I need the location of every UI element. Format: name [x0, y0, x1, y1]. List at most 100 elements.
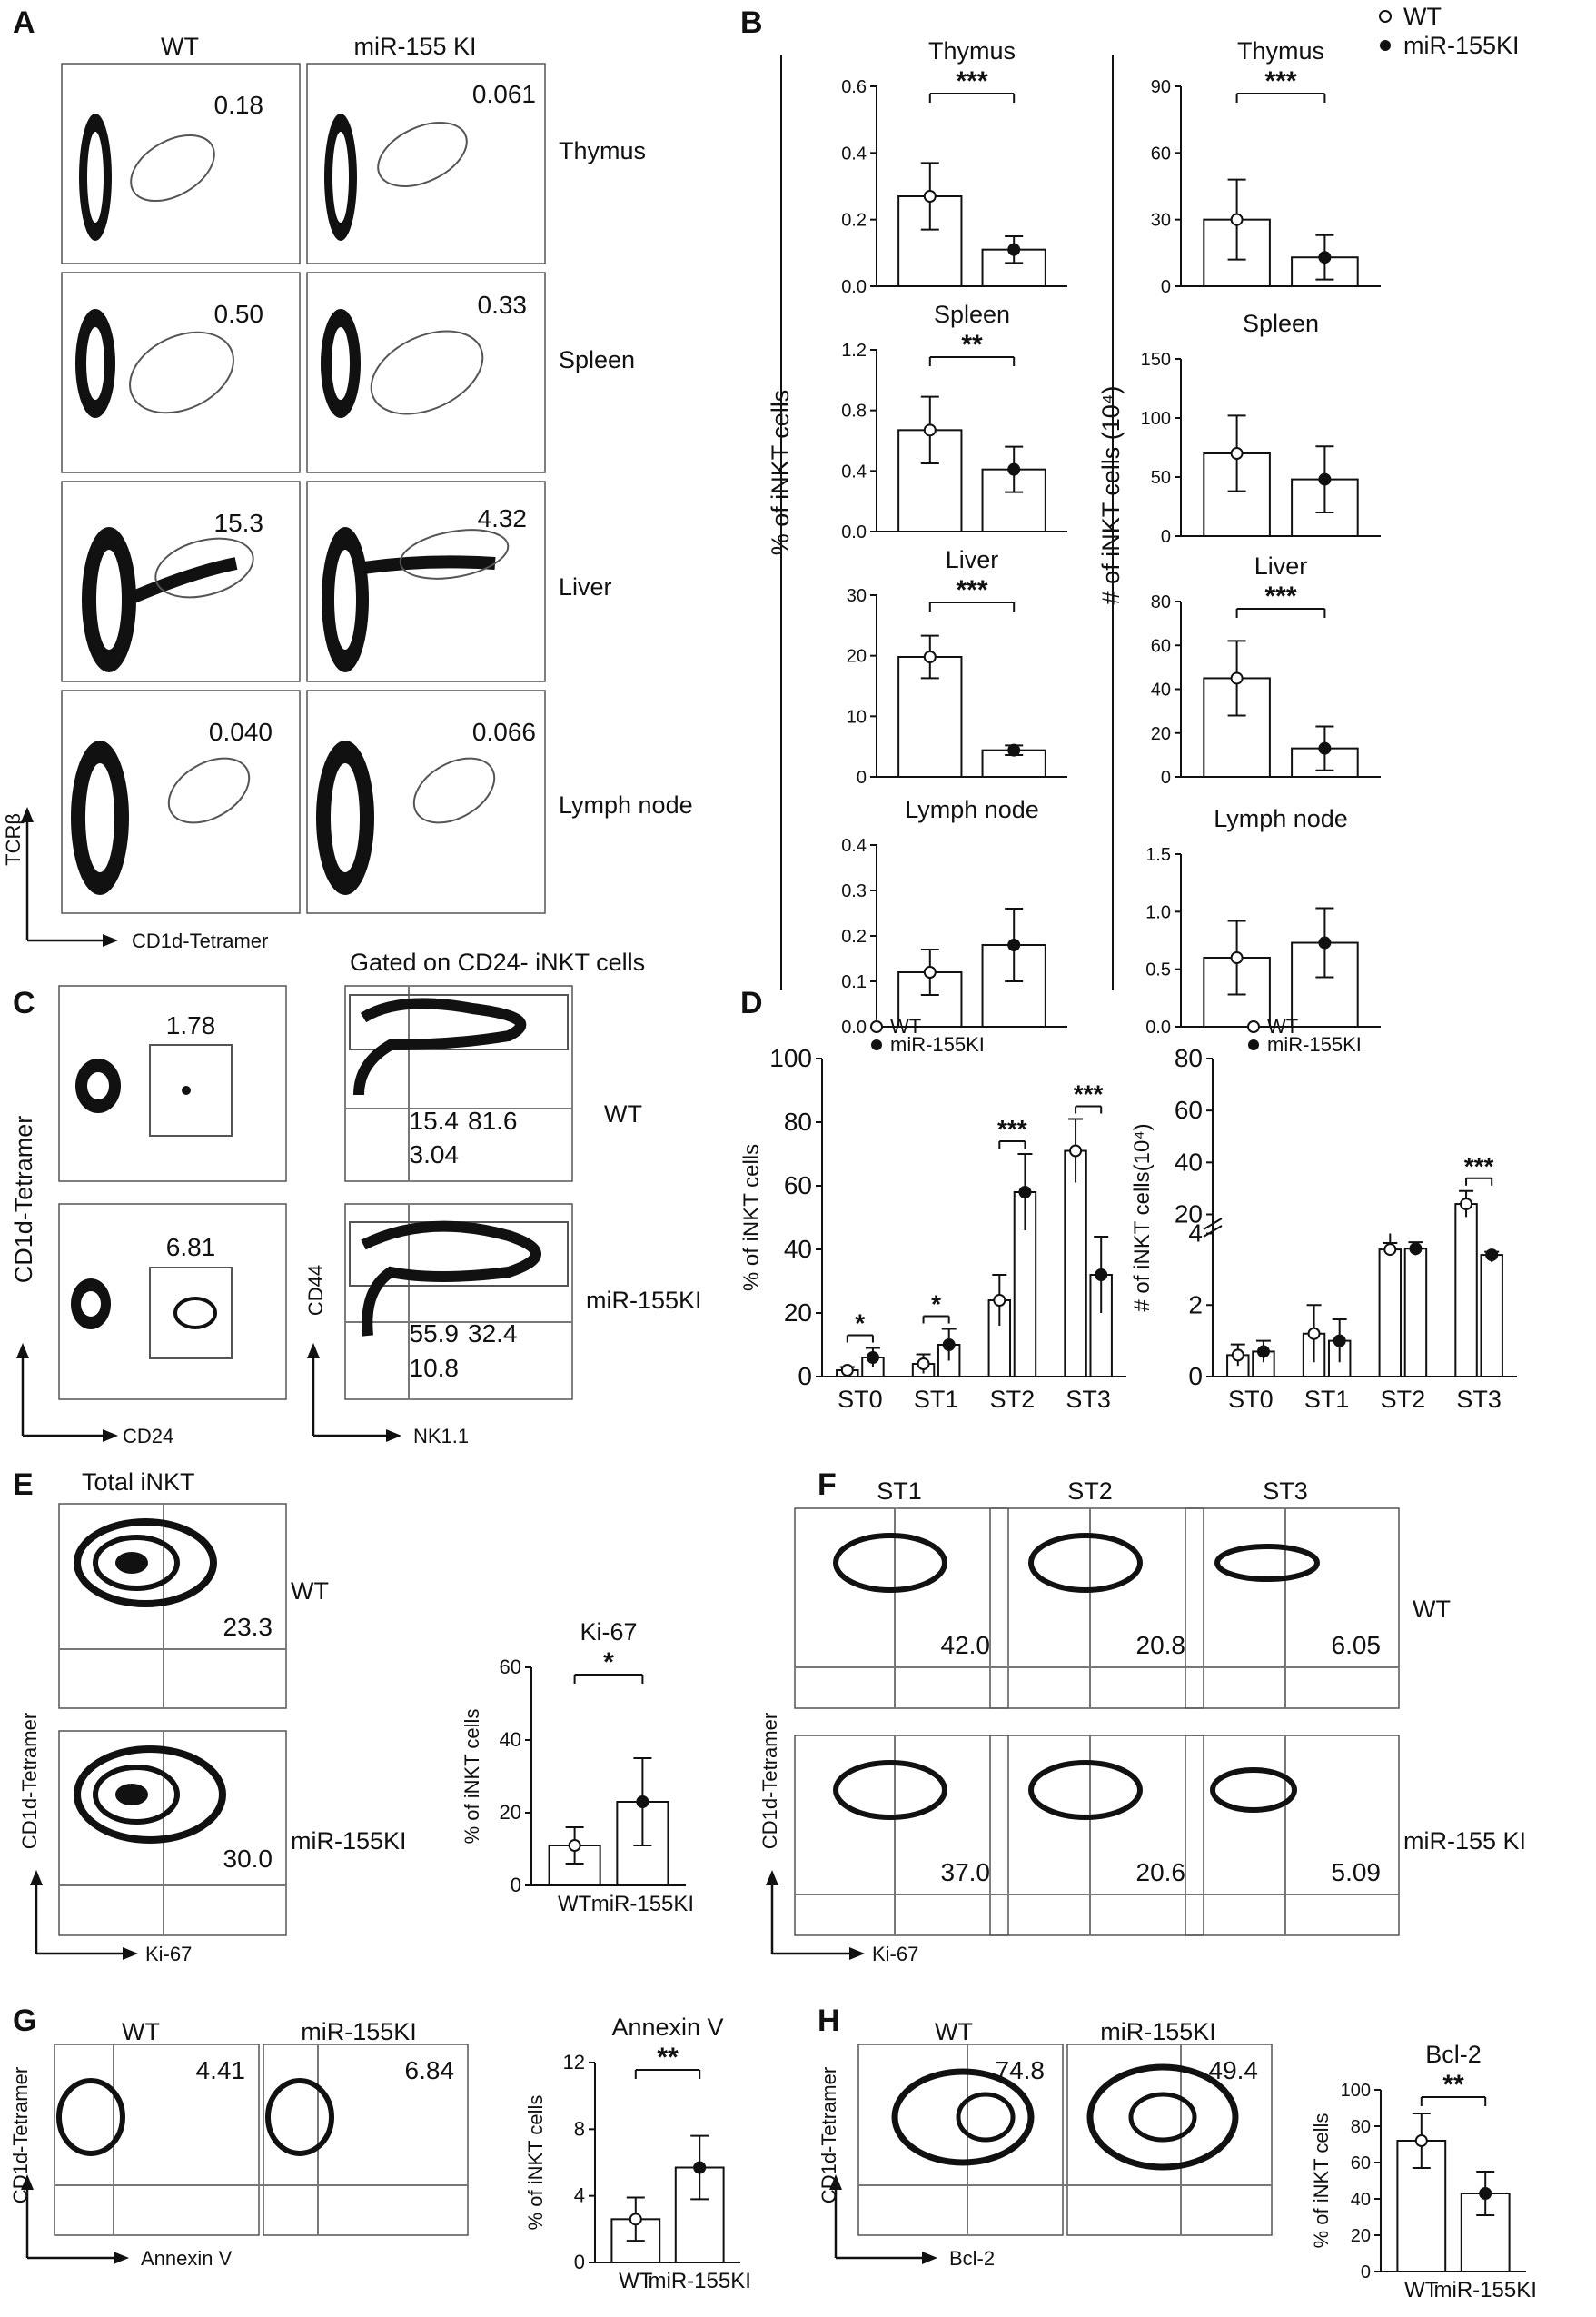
annexin-mean-point [629, 2213, 642, 2226]
stage_pct-significance: * [855, 1309, 865, 1337]
stage_num-bar [1378, 1248, 1403, 1378]
spleen_num-ytick-label: 100 [1141, 409, 1171, 429]
stage_pct-mean-point [1095, 1268, 1108, 1281]
bcl2-ytick-label: 0 [1361, 2262, 1371, 2282]
a-tissue-liver: Liver [559, 573, 612, 601]
e-row-wt: WT [291, 1577, 329, 1605]
h-value-wt: 74.8 [996, 2056, 1046, 2084]
liver_num-ytick-label: 60 [1151, 636, 1171, 656]
flow-plots-c [58, 985, 573, 1400]
c-y-label-left: CD1d-Tetramer [10, 1116, 37, 1284]
stage_pct-significance: * [931, 1290, 941, 1318]
c-q-wt-3: 3.04 [410, 1140, 460, 1168]
liver_num-ytick-label: 40 [1151, 681, 1171, 701]
stage_pct-x-label: ST2 [990, 1386, 1036, 1413]
lymph_num-mean-point [1318, 936, 1332, 950]
c-gate-ki: 6.81 [166, 1233, 216, 1261]
spleen_pct-significance: ** [961, 330, 983, 360]
c-q-ki-1: 55.9 [410, 1319, 460, 1347]
lymph_pct-mean-point [923, 966, 937, 979]
panel-label-a: A [13, 5, 35, 40]
thymus_pct-title: Thymus [928, 37, 1016, 65]
c-row-wt: WT [604, 1100, 642, 1128]
spleen_pct-ytick-label: 0.4 [841, 462, 867, 482]
ki67-significance: * [603, 1647, 614, 1677]
stage_pct-bar [1064, 1149, 1087, 1377]
flow-plots-g [54, 2044, 469, 2236]
c-axis-arrows [16, 1343, 401, 1442]
stage_num-mean-point [1409, 1242, 1423, 1256]
thymus_pct-ytick-label: 0.4 [841, 144, 867, 164]
panel-label-h: H [818, 2004, 840, 2038]
annexin-ytick-label: 12 [563, 2051, 585, 2073]
annexin-title: Annexin V [611, 2014, 723, 2041]
stage_num-mean-point [1383, 1243, 1397, 1257]
stage_num-ytick-label: 80 [1175, 1044, 1203, 1072]
b-legend-ki: miR-155KI [1403, 32, 1520, 59]
stage_num-mean-point [1256, 1345, 1270, 1358]
thymus_num-title: Thymus [1237, 37, 1324, 65]
f-col-st2: ST2 [1067, 1477, 1113, 1505]
stage_num-ytick-label: 4 [1188, 1219, 1203, 1248]
a-tissue-spleen: Spleen [559, 346, 635, 373]
stage_num-ytick-label: 40 [1175, 1148, 1203, 1176]
stage_num-axis-break [1203, 1225, 1223, 1238]
stage_pct-ytick-label: 80 [784, 1108, 812, 1136]
g-col-ki: miR-155KI [301, 2018, 417, 2045]
stage_pct-ytick-label: 60 [784, 1171, 812, 1199]
stage_pct-ytick-label: 40 [784, 1235, 812, 1263]
liver_pct-ytick-label: 10 [847, 707, 867, 727]
spleen_pct-ytick-label: 1.2 [841, 341, 867, 361]
lymph_num-ytick-label: 0.0 [1145, 1018, 1171, 1038]
d-legends [870, 1020, 1260, 1050]
d-legend-ki-right: miR-155KI [1267, 1033, 1362, 1056]
thymus_pct-ytick-label: 0.6 [841, 77, 867, 97]
stage_pct-mean-point [1018, 1186, 1032, 1198]
bcl2-ytick-label: 40 [1351, 2190, 1371, 2210]
stage_pct-mean-point [1069, 1144, 1083, 1158]
g-axis-arrows [21, 2174, 129, 2264]
c-x-label-left: CD24 [123, 1425, 173, 1447]
stage_num-mean-point [1333, 1334, 1346, 1347]
ki67-ytick-label: 40 [500, 1728, 521, 1751]
spleen_num-ytick-label: 150 [1141, 350, 1171, 370]
f-value-ki-st2: 20.6 [1136, 1858, 1186, 1886]
liver_num-mean-point [1318, 741, 1332, 755]
spleen_pct-ytick-label: 0.8 [841, 402, 867, 422]
f-value-wt-st3: 6.05 [1332, 1631, 1382, 1659]
b-legend-wt: WT [1403, 3, 1442, 30]
annexin-x-label: miR-155KI [649, 2269, 751, 2293]
d-legend-ki-left: miR-155KI [890, 1033, 985, 1056]
e-y-axis-label: CD1d-Tetramer [18, 1713, 41, 1849]
stage_pct-x-label: ST0 [838, 1386, 883, 1413]
bcl2-ytick-label: 80 [1351, 2117, 1371, 2137]
ki67-ytick-label: 60 [500, 1656, 521, 1678]
panel-label-f: F [818, 1467, 837, 1502]
e-axis-arrows [30, 1870, 138, 1960]
liver_pct-title: Liver [946, 546, 999, 573]
a-col-wt: WT [161, 33, 199, 60]
stage_num-x-label: ST0 [1228, 1386, 1274, 1413]
g-x-axis-label: Annexin V [141, 2247, 233, 2270]
bcl2-ytick-label: 60 [1351, 2153, 1371, 2173]
bcl2-mean-point [1479, 2187, 1492, 2200]
spleen_pct-ytick-label: 0.0 [841, 522, 867, 542]
f-y-axis-label: CD1d-Tetramer [758, 1713, 781, 1849]
g-value-ki: 6.84 [405, 2056, 455, 2084]
thymus_pct-mean-point [923, 190, 937, 203]
stage_pct-x-label: ST3 [1066, 1386, 1111, 1413]
lymph_pct-ytick-label: 0.4 [841, 836, 867, 856]
e-row-ki: miR-155KI [291, 1827, 407, 1855]
stage_pct-significance: *** [1074, 1080, 1104, 1109]
stage_num-ytick-label: 60 [1175, 1096, 1203, 1124]
g-y-axis-label: CD1d-Tetramer [9, 2067, 32, 2203]
a-gate-spleen-ki: 0.33 [478, 291, 528, 319]
annexin-significance: ** [657, 2043, 679, 2073]
thymus_num-significance: *** [1264, 66, 1296, 96]
spleen_pct-mean-point [923, 423, 937, 437]
spleen_num-ytick-label: 50 [1151, 468, 1171, 488]
b-bar-charts: Thymus0.00.20.40.6***Spleen0.00.40.81.2*… [841, 37, 1381, 1038]
lymph_num-title: Lymph node [1214, 805, 1348, 832]
